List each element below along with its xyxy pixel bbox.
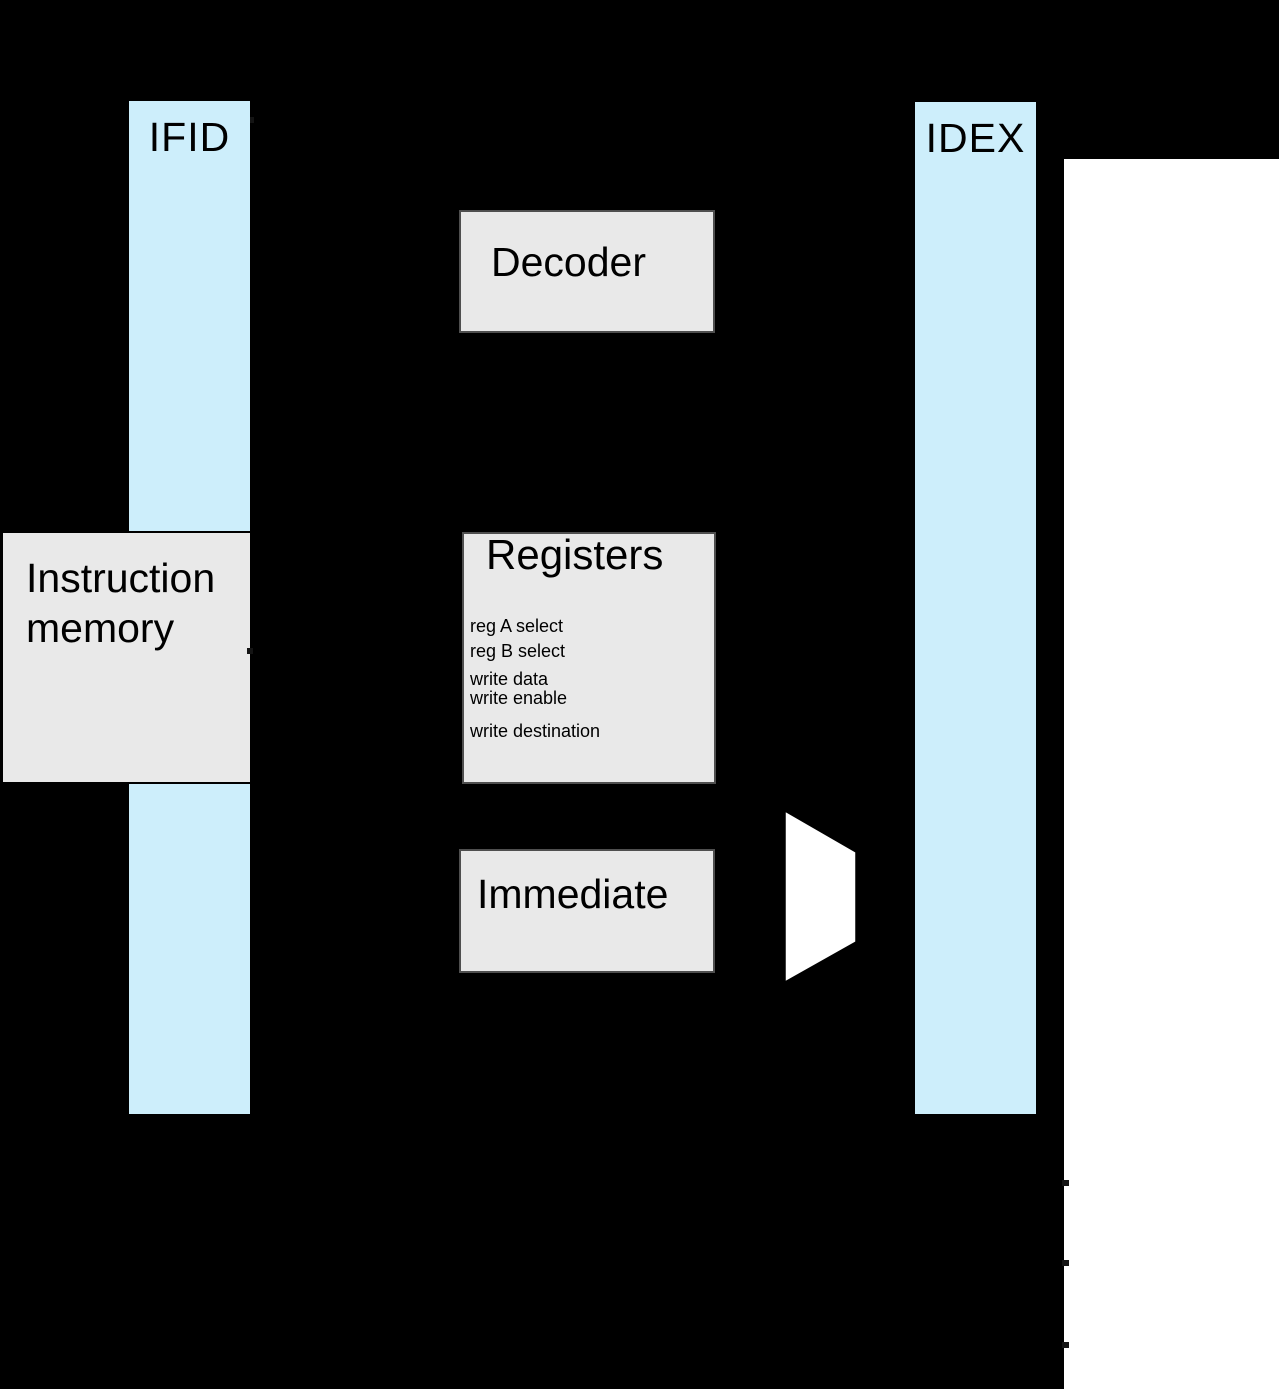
wire-stub [1062, 1180, 1069, 1186]
port-label-write-destination: write destination [470, 721, 601, 741]
decoder-block: Decoder [459, 210, 715, 333]
instruction-memory-block: Instruction memory [1, 531, 252, 784]
wire-stub [1062, 1342, 1069, 1348]
immediate-block: Immediate [459, 849, 715, 973]
port-label-reg-a-select: reg A select [470, 616, 564, 636]
idex-label: IDEX [925, 115, 1026, 161]
idex-pipeline-register: IDEX [913, 100, 1038, 1116]
wire-stub [1062, 1260, 1069, 1266]
mux-trapezoid [784, 809, 857, 984]
port-label-write-enable: write enable [470, 688, 568, 708]
decoder-label: Decoder [491, 239, 646, 285]
registers-title: Registers [486, 531, 664, 578]
execute-stage-panel [1064, 159, 1279, 1389]
port-label-reg-b-select: reg B select [470, 641, 566, 661]
instruction-memory-label: Instruction memory [26, 555, 216, 651]
registers-block: Registers reg A select reg B select writ… [462, 531, 716, 784]
wire-stub [247, 648, 253, 654]
ifid-label: IFID [148, 114, 231, 160]
wire-stub [250, 117, 254, 123]
mux-shape [784, 809, 857, 984]
immediate-label: Immediate [477, 871, 669, 917]
port-label-write-data: write data [470, 669, 549, 689]
